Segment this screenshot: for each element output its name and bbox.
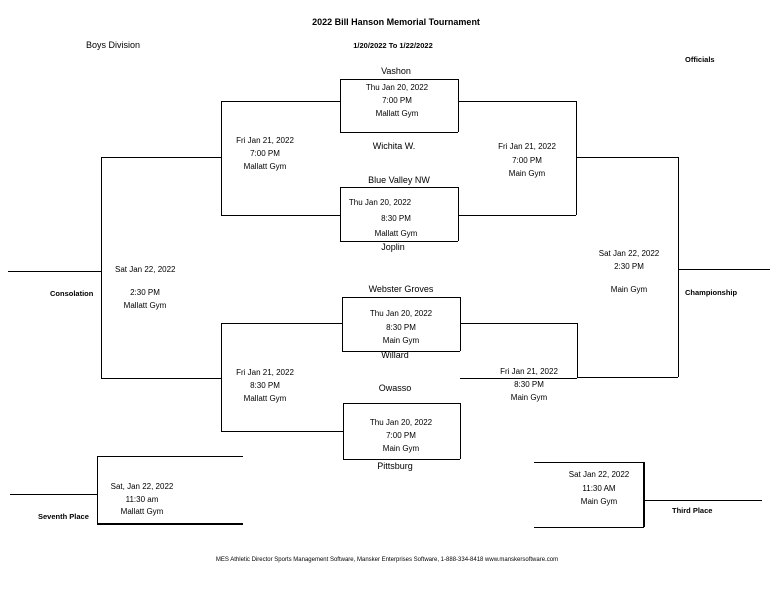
footer-text: MES Athletic Director Sports Management …	[215, 557, 559, 563]
team-joplin: Joplin	[381, 242, 405, 252]
team-pittsburg: Pittsburg	[377, 461, 413, 471]
date-range: 1/20/2022 To 1/22/2022	[353, 41, 433, 50]
officials-label: Officials	[685, 55, 715, 64]
tournament-title: 2022 Bill Hanson Memorial Tournament	[312, 17, 480, 27]
championship-label: Championship	[685, 288, 738, 297]
team-vashon: Vashon	[381, 66, 411, 76]
team-owasso: Owasso	[378, 383, 412, 393]
team-willard: Willard	[381, 350, 409, 360]
team-webster: Webster Groves	[368, 284, 434, 294]
team-blue-valley: Blue Valley NW	[368, 175, 430, 185]
consolation-label: Consolation	[50, 289, 94, 298]
division-label: Boys Division	[86, 40, 141, 50]
team-wichita: Wichita W.	[372, 141, 416, 151]
third-place-label: Third Place	[672, 506, 713, 515]
seventh-place-label: Seventh Place	[38, 512, 89, 521]
